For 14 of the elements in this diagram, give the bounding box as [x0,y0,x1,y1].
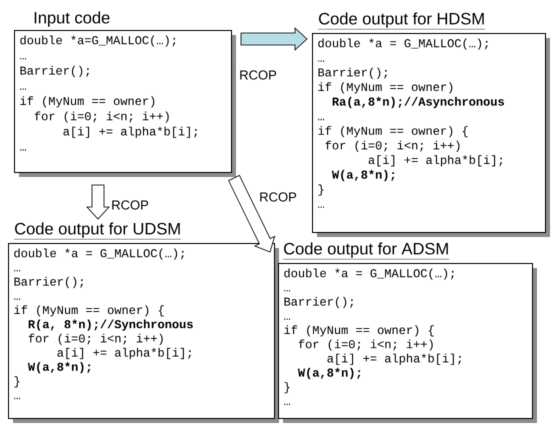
code-box: double *a = G_MALLOC(…); … Barrier(); … if (MyNum == owner) { for (i=0; i<n; i++) a[i] += alpha*b[i]; W(a,8*n); } … [278,263,537,423]
code-box: double *a = G_MALLOC(…); … Barrier(); … if (MyNum == owner) { R(a, 8*n);//Synchronous for (i=0; i<n; i++) a[i] += alpha*b[i]; W(a,8*n); } … [8,243,279,423]
block-arrow [240,27,308,51]
code-box: double *a=G_MALLOC(…); … Barrier(); … if (MyNum == owner) for (i=0; i<n; i++) a[i] += alpha*b[i]; … [14,30,236,177]
edge-label: RCOP [258,191,298,203]
code-heading: Input code [34,11,110,27]
block-arrow [86,184,110,220]
code-heading: Code output for HDSM [318,12,486,30]
code-box: double *a = G_MALLOC(…); … Barrier(); if (MyNum == owner) Ra(a,8*n);//Asynchronous … if (MyNum == owner) { for (i=0; i<n; i++) a[i] += alpha*b[i]; W(a,8*n); } … [312,33,550,237]
code-heading: Code output for UDSM [14,222,182,240]
edge-label: RCOP [238,69,278,81]
block-arrow [228,174,276,253]
code-heading: Code output for ADSM [283,242,450,260]
edge-label: RCOP [110,199,150,211]
